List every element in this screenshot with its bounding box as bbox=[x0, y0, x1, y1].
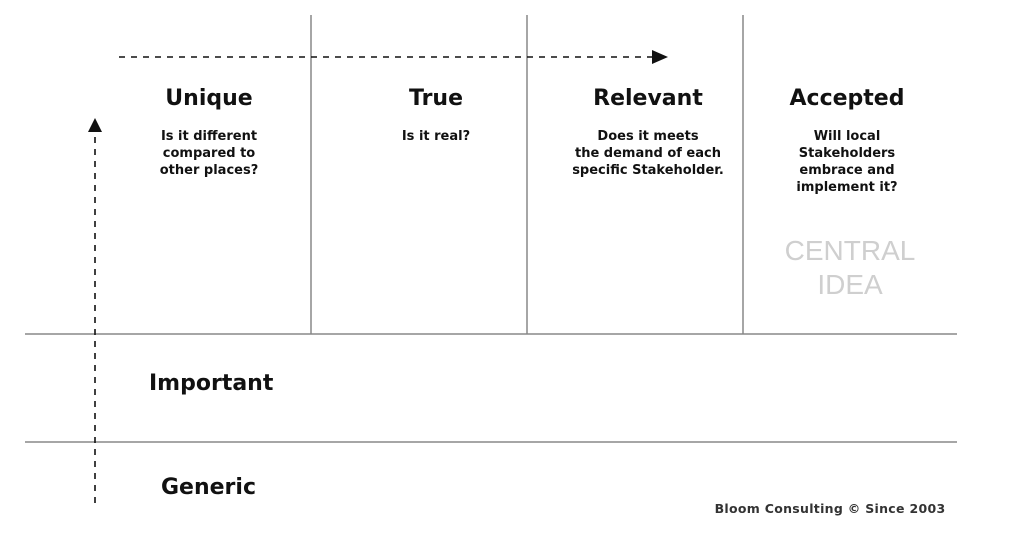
column-title: Accepted bbox=[789, 86, 905, 111]
column-true: True Is it real? bbox=[336, 84, 536, 145]
column-question: Is it real? bbox=[401, 129, 471, 144]
column-question: Will local Stakeholders embrace and impl… bbox=[796, 129, 898, 195]
column-title: True bbox=[408, 86, 464, 111]
vertical-arrowhead bbox=[88, 118, 102, 132]
central-idea-label: CENTRAL IDEA bbox=[784, 235, 916, 300]
column-relevant: Relevant Does it meets the demand of eac… bbox=[548, 84, 748, 179]
row-label-generic: Generic bbox=[161, 475, 256, 500]
column-question: Is it different compared to other places… bbox=[159, 129, 259, 178]
column-title: Unique bbox=[165, 86, 253, 111]
column-question: Does it meets the demand of each specifi… bbox=[572, 129, 724, 178]
copyright-footer: Bloom Consulting © Since 2003 bbox=[714, 501, 946, 516]
row-label-important: Important bbox=[149, 371, 274, 396]
column-unique: Unique Is it different compared to other… bbox=[109, 84, 309, 179]
column-accepted: Accepted Will local Stakeholders embrace… bbox=[747, 84, 947, 196]
horizontal-arrowhead bbox=[652, 50, 668, 64]
column-title: Relevant bbox=[593, 86, 703, 111]
